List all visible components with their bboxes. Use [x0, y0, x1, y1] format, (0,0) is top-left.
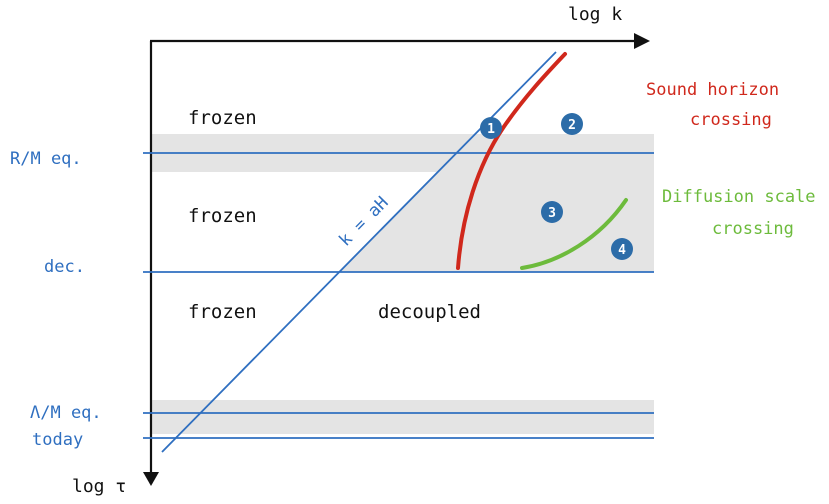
- epoch-label-lambda-eq: Λ/M eq.: [30, 403, 102, 423]
- sound-horizon-annotation-line1: Sound horizon: [646, 80, 779, 100]
- marker-3-number: 3: [548, 206, 556, 221]
- epoch-label-rm-eq: R/M eq.: [10, 149, 82, 169]
- region-label-frozen-top: frozen: [188, 107, 257, 129]
- band-lambda-matter: [152, 400, 654, 434]
- marker-2: 2: [561, 113, 583, 135]
- y-axis-arrow-icon: [143, 472, 159, 486]
- y-axis-label: log τ: [72, 476, 126, 497]
- diffusion-scale-annotation-line1: Diffusion scale: [662, 187, 816, 207]
- x-axis-label: log k: [568, 4, 622, 25]
- marker-4: 4: [611, 238, 633, 260]
- x-axis-arrow-icon: [634, 33, 650, 49]
- epoch-label-today: today: [32, 430, 83, 450]
- diffusion-scale-curve: [520, 198, 628, 270]
- region-label-frozen-middle: frozen: [188, 205, 257, 227]
- region-label-frozen-bottom: frozen: [188, 301, 257, 323]
- sound-horizon-annotation-line2: crossing: [690, 110, 772, 130]
- band-decoupling-wedge: [338, 156, 654, 272]
- region-label-decoupled: decoupled: [378, 301, 481, 323]
- marker-1: 1: [480, 117, 502, 139]
- marker-2-number: 2: [568, 118, 576, 133]
- marker-1-number: 1: [487, 122, 495, 137]
- marker-4-number: 4: [618, 243, 626, 258]
- marker-3: 3: [541, 201, 563, 223]
- diffusion-scale-annotation-line2: crossing: [712, 219, 794, 239]
- epoch-label-dec: dec.: [44, 257, 85, 277]
